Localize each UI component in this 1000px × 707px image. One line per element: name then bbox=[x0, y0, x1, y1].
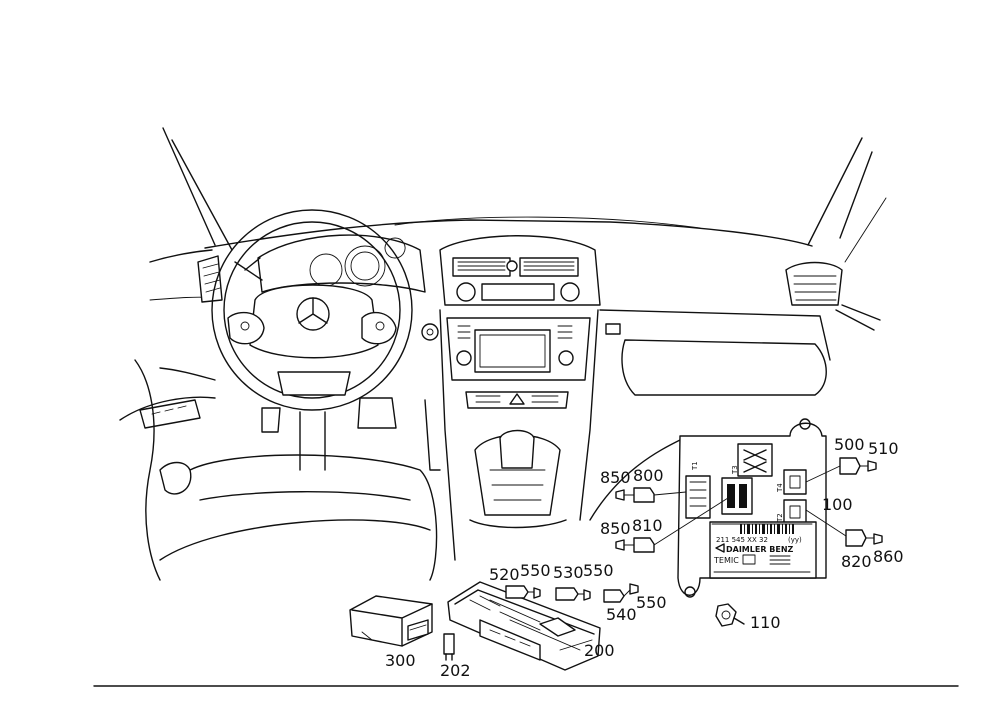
callout-530: 530 bbox=[553, 563, 584, 582]
callout-510: 510 bbox=[868, 439, 899, 458]
callout-550-b: 550 bbox=[583, 561, 614, 580]
connector-label-t4: T4 bbox=[776, 483, 784, 493]
callout-520: 520 bbox=[489, 565, 520, 584]
car-interior-drawing bbox=[119, 127, 887, 581]
callout-110: 110 bbox=[750, 613, 781, 632]
connector-label-t3: T3 bbox=[731, 465, 739, 475]
callout-200: 200 bbox=[584, 641, 615, 660]
callout-850-bottom: 850 bbox=[600, 519, 631, 538]
bolt bbox=[715, 603, 745, 627]
callout-500: 500 bbox=[834, 435, 865, 454]
control-module: 211 545 XX 32 (yy) DAIMLER BENZ TEMIC T1… bbox=[677, 418, 827, 598]
callout-100: 100 bbox=[822, 495, 853, 514]
small-module bbox=[349, 595, 433, 647]
module-part-number: 211 545 XX 32 bbox=[716, 536, 768, 544]
callout-550-a: 550 bbox=[520, 561, 551, 580]
connector-label-t2: T2 bbox=[776, 513, 784, 523]
callout-540: 540 bbox=[606, 605, 637, 624]
callout-860: 860 bbox=[873, 547, 904, 566]
fuse bbox=[443, 633, 455, 661]
connector-label-t1: T1 bbox=[691, 461, 699, 471]
barcode bbox=[740, 524, 794, 534]
relay-carrier bbox=[447, 581, 639, 671]
module-connectors bbox=[615, 457, 883, 553]
module-code: (yy) bbox=[788, 536, 802, 544]
module-maker: TEMIC bbox=[713, 556, 739, 565]
callout-850-top: 850 bbox=[600, 468, 631, 487]
callout-810: 810 bbox=[632, 516, 663, 535]
callout-202: 202 bbox=[440, 661, 471, 680]
callout-550-c: 550 bbox=[636, 593, 667, 612]
callouts: 500 510 100 850 800 850 810 820 860 520 … bbox=[385, 435, 904, 680]
callout-820: 820 bbox=[841, 552, 872, 571]
callout-800: 800 bbox=[633, 466, 664, 485]
module-brand: DAIMLER BENZ bbox=[726, 545, 794, 554]
callout-300: 300 bbox=[385, 651, 416, 670]
